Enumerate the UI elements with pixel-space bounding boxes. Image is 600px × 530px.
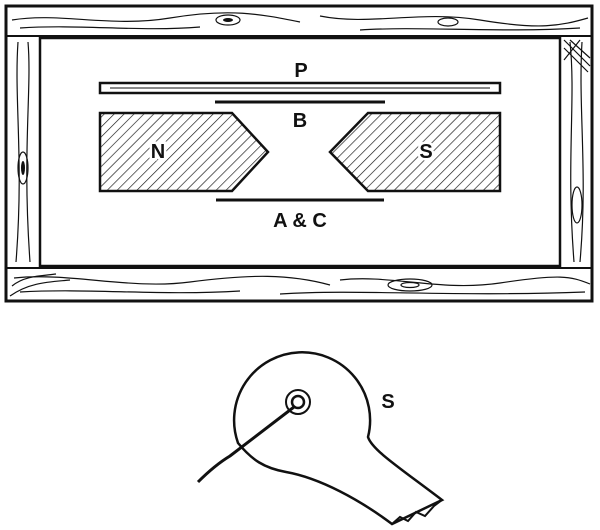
bar-b-label: B — [293, 110, 307, 132]
wood-grain-left — [15, 41, 31, 263]
plate-p-label: P — [294, 60, 307, 82]
disc-s-label: S — [381, 391, 394, 413]
disc-s-assembly — [196, 351, 445, 526]
disc-s-rough-edge — [391, 499, 443, 525]
north-pole-magnet — [98, 111, 270, 193]
south-pole-label: S — [419, 141, 432, 163]
north-pole-label: N — [151, 141, 165, 163]
wood-grain-bottom — [9, 273, 591, 297]
pivot-inner-ring — [290, 394, 306, 410]
wooden-frame — [4, 4, 594, 303]
pivot-arm — [196, 405, 295, 484]
wood-grain-right — [563, 39, 591, 263]
bar-a-c-label: A & C — [273, 210, 327, 232]
south-pole-magnet — [328, 111, 502, 193]
wood-grain-top — [11, 12, 589, 31]
disc-s — [232, 351, 445, 526]
